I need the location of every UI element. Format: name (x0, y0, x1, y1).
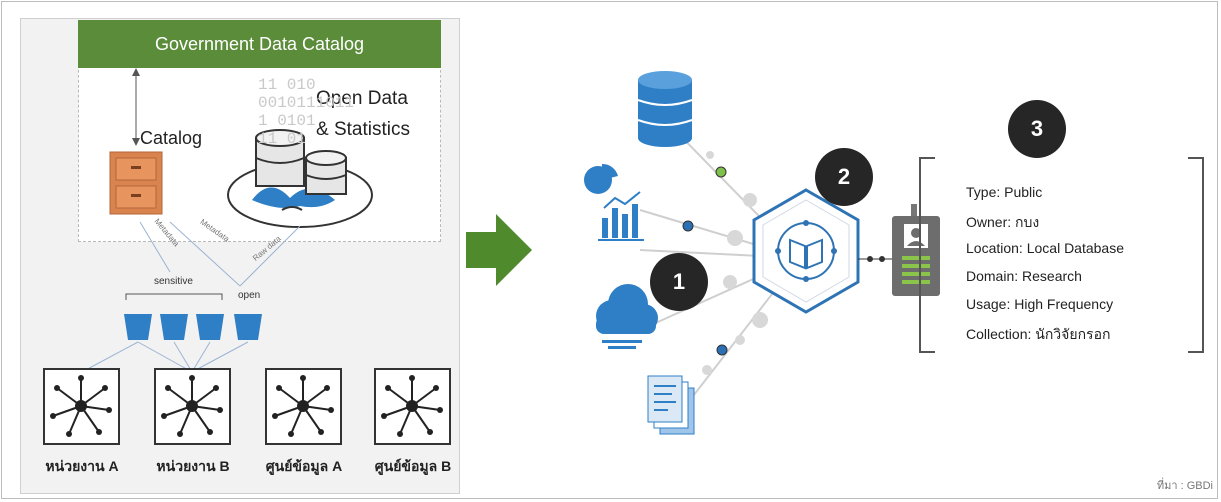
data-center-a-box (265, 368, 342, 445)
agency-a-label: หน่วยงาน A (45, 458, 119, 474)
id-tag-icon (892, 204, 940, 296)
chart-analytics-icon (584, 163, 644, 241)
binary-row: 11 01 (258, 130, 307, 148)
step-badge-2: 2 (815, 148, 873, 206)
metadata-owner: Owner: กบง (966, 214, 1040, 230)
step-badge-1: 1 (650, 253, 708, 311)
file-cabinet-icon (109, 151, 163, 215)
connector-nodes (702, 151, 768, 375)
agency-a-box (43, 368, 120, 445)
government-data-catalog-header: Government Data Catalog (78, 20, 441, 68)
open-label: open (238, 290, 261, 301)
binary-row: 1 0101 (258, 112, 316, 130)
data-center-b-box (374, 368, 451, 445)
open-data-storage-icon (227, 129, 373, 228)
sensitive-bracket (125, 293, 223, 300)
data-buckets (124, 314, 262, 340)
binary-decoration: 11 010 0010111011 1 0101 11 01 (258, 76, 354, 148)
binary-row: 11 010 (258, 76, 316, 94)
data-center-b-label: ศูนย์ข้อมูล B (374, 458, 452, 474)
metadata-usage: Usage: High Frequency (966, 296, 1114, 312)
metadata-brackets (919, 157, 1204, 353)
sensitive-label: sensitive (154, 276, 193, 287)
colored-connector-dots (682, 166, 728, 356)
network-hub-icon (381, 375, 443, 437)
open-data-title-line2: & Statistics (316, 119, 410, 140)
agency-to-bucket-arrows (81, 341, 249, 373)
catalog-link-arrow (132, 68, 140, 146)
network-hub-icon (161, 375, 223, 437)
metadata-collection: Collection: นักวิจัยกรอก (966, 326, 1111, 342)
open-data-title-line1: Open Data (316, 88, 408, 109)
network-hub-icon (50, 375, 112, 437)
metadata-location: Location: Local Database (966, 240, 1124, 256)
hub-tag-link (858, 256, 892, 262)
binary-row: 0010111011 (258, 94, 355, 112)
source-credit: ที่มา : GBDi (1156, 480, 1213, 492)
catalog-label: Catalog (140, 128, 203, 148)
documents-icon (647, 375, 695, 435)
transition-arrow-icon (466, 214, 532, 286)
network-hub-icon (272, 375, 334, 437)
database-icon (637, 71, 693, 147)
metadata-domain: Domain: Research (966, 268, 1082, 284)
metadata-arrows (139, 221, 301, 287)
cloud-icon (596, 284, 658, 349)
data-catalog-hub-icon (752, 188, 860, 314)
agency-b-box (154, 368, 231, 445)
agency-b-label: หน่วยงาน B (156, 458, 230, 474)
metadata-type: Type: Public (966, 184, 1043, 200)
step-badge-3: 3 (1008, 100, 1066, 158)
data-center-a-label: ศูนย์ข้อมูล A (265, 458, 343, 474)
